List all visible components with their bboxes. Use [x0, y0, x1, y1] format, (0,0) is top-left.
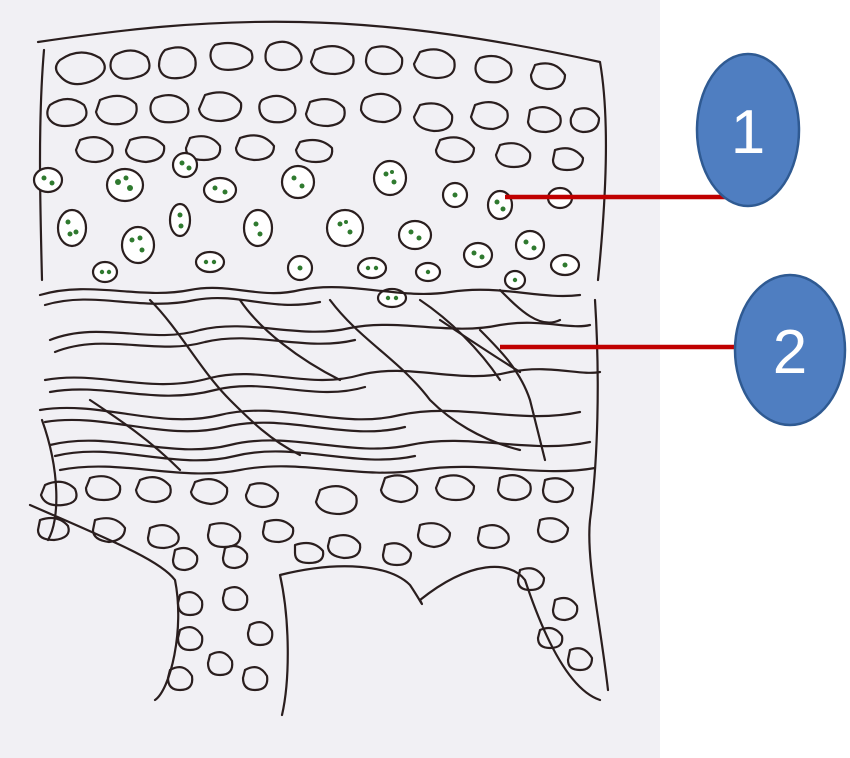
algal-cell [327, 210, 363, 246]
algal-cell [358, 258, 386, 278]
algal-cell [93, 262, 117, 282]
callout-2-badge: 2 [735, 275, 845, 425]
algal-cell [107, 169, 143, 201]
algal-cell [122, 227, 154, 263]
algal-cell [443, 183, 467, 207]
callout-1-badge: 1 [697, 54, 799, 206]
algal-cell [282, 166, 314, 198]
algal-cell [516, 231, 544, 259]
algal-cell [204, 178, 236, 202]
algal-cell [173, 153, 197, 177]
algal-cell [196, 252, 224, 272]
callout-2-number: 2 [773, 318, 807, 387]
algal-cell [416, 263, 440, 281]
algal-cell [505, 271, 525, 289]
callout-1-number: 1 [731, 98, 765, 167]
algal-cell [34, 168, 62, 192]
algal-cell [244, 210, 272, 246]
algal-cell [551, 255, 579, 275]
algal-cell [464, 243, 492, 267]
algal-cell [58, 210, 86, 246]
algal-cell [288, 256, 312, 280]
algal-cell [374, 161, 406, 195]
algal-cell [170, 204, 190, 236]
algal-cell [399, 221, 431, 249]
